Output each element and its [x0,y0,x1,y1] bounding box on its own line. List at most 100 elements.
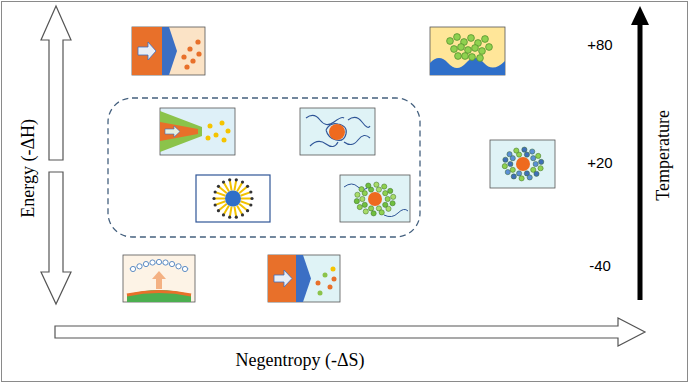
micelle-icon-part-part [249,203,252,206]
micelle-icon-part-part [250,197,253,200]
surface-icon-part-part [468,35,475,42]
membrane-icon [132,27,205,75]
micelle-icon-part-part [212,197,215,200]
bead-cluster-icon [490,140,555,188]
bead-ring-icon-part-part [371,211,376,216]
polymer-icon-part-part [306,115,344,124]
dashed-group-outline [108,98,420,237]
bead-cluster-icon-part-part [539,159,544,164]
bead-ring-icon-part-part [388,188,393,193]
polymer-icon-part-part [326,124,346,141]
polymer-icon-part [300,108,375,155]
bead-ring-icon-part-part [363,209,368,214]
bead-cluster-icon-part-part [505,170,510,175]
micelle-icon-part-part [222,213,225,216]
negentropy-arrow [55,318,645,346]
bead-cluster-icon-part-part [508,161,513,166]
micelle-icon-part-part [235,216,238,219]
bead-ring-icon-part-part [355,192,360,197]
bead-ring-icon-part-part [390,201,395,206]
micelle-icon-part-part [241,201,250,204]
bead-ring-icon-part-part [379,210,384,215]
bead-ring-icon-part-part [368,206,373,211]
bead-cluster-icon-part-part [524,152,529,157]
bead-cluster-icon-part-part [533,161,538,166]
nozzle-icon-part [226,129,231,134]
energy-arrow-part [41,172,71,304]
micelle-icon-part-part [239,187,247,193]
membrane-icon [268,255,340,302]
bead-ring-icon-part [368,192,382,206]
condensation-icon-part-part [176,264,181,269]
micelle-icon-part-part [237,205,242,214]
micelle-icon-part-part [249,190,252,193]
bead-cluster-icon-part [502,147,544,181]
micelle-icon-part-part [246,185,249,188]
surface-icon-part [430,58,505,75]
micelle-icon-part-part [216,201,225,204]
bead-ring-icon-part [344,184,408,217]
temperature-arrow [631,6,649,300]
micelle-icon-part-part [241,198,251,200]
bead-cluster-icon-part-part [502,164,507,169]
surface-icon-part-part [447,38,454,45]
condensation-icon-part [127,292,191,296]
condensation-icon-part-part [130,266,135,271]
membrane-icon-part [332,277,337,282]
bead-cluster-icon-part [490,140,555,188]
membrane-icon-part [196,51,201,56]
condensation-icon-part-part [163,260,168,265]
surface-icon-part-part [455,53,462,60]
membrane-icon-part [268,255,340,302]
bead-cluster-icon-part-part [536,153,541,158]
surface-icon-part-part [477,55,484,62]
temperature-value: -40 [589,257,611,274]
bead-ring-icon-part-part [391,194,396,199]
bead-ring-icon-part-part [359,187,364,192]
micelle-icon-part-part [224,183,229,192]
temperature-value: +20 [587,154,612,171]
membrane-icon-part [318,291,323,296]
polymer-icon-part-part [310,141,338,146]
negentropy-arrow-part [55,318,645,346]
membrane-icon-part [268,255,298,302]
surface-icon-part-part [454,34,461,41]
surface-icon-part-part [469,54,476,61]
micelle-icon-part-part [228,216,231,219]
membrane-icon-part [132,27,164,75]
nozzle-icon-part [165,126,180,137]
polymer-icon-part-part [348,117,370,127]
micelle-icon-part-part [217,185,220,188]
micelle-icon-part [212,178,253,219]
micelle-icon-part-part [241,180,244,183]
condensation-icon-part-part [156,259,161,264]
bead-ring-icon-part [340,175,410,222]
micelle-icon-part-part [219,204,227,210]
polymer-icon-part [329,124,345,140]
micelle-icon-part-part [234,206,236,216]
axis-label: Energy (-ΔH) [18,119,39,218]
surface-icon-part-part [458,44,465,51]
polymer-icon-part-part [344,135,370,144]
bead-ring-icon-part-part [385,196,390,201]
bead-ring-icon-part-part [374,182,379,187]
surface-icon-part [430,27,505,75]
bead-ring-icon-part-part [362,202,367,207]
bead-ring-icon-part [354,182,396,216]
axis-label: Negentropy (-ΔS) [235,350,364,371]
membrane-icon-part [331,267,336,272]
bead-cluster-icon-part-part [530,149,535,154]
bead-cluster-icon-part-part [514,148,519,153]
bead-ring-icon-part-part [357,205,362,210]
membrane-icon-part [138,42,156,60]
surface-icon-part-part [486,44,493,51]
nozzle-icon-part [160,111,202,152]
micelle-icon-part-part [222,180,225,183]
bead-ring-icon-part-part [376,187,381,192]
surface-icon-part-part [482,36,489,43]
energy-arrow-part [41,6,71,160]
bead-cluster-icon-part-part [503,157,508,162]
